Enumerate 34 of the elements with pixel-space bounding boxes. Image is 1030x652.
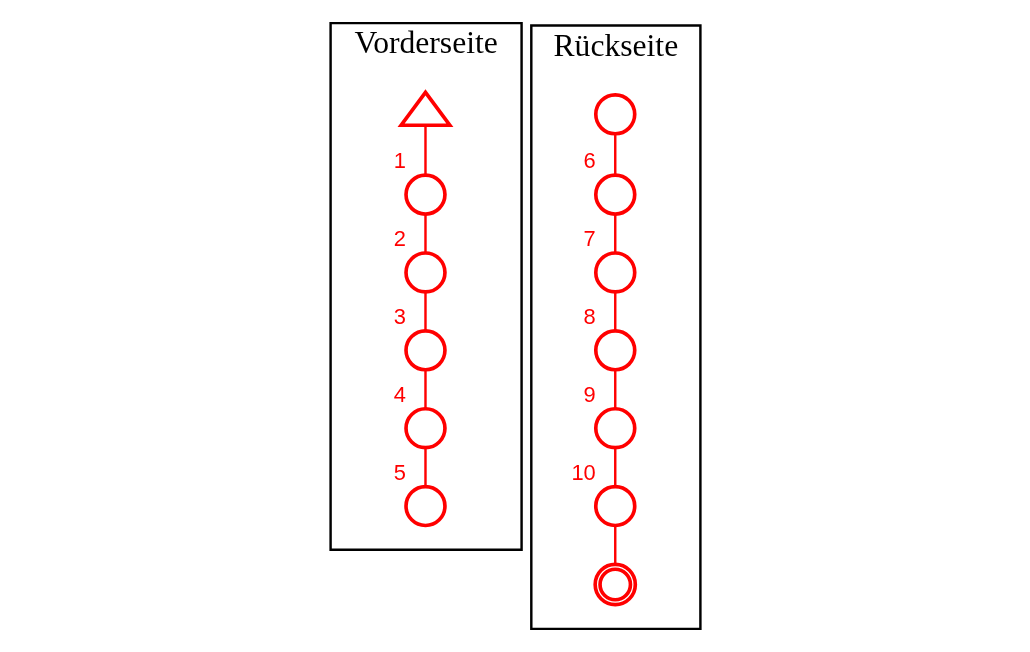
node-circle <box>593 406 637 450</box>
node-circle <box>403 406 447 450</box>
connector <box>423 214 427 253</box>
node-label: 1 <box>393 148 406 174</box>
node-circle <box>403 484 447 528</box>
connector <box>613 214 616 253</box>
connector <box>613 447 616 487</box>
node-circle <box>403 173 447 216</box>
node-label: 5 <box>393 459 406 485</box>
node-label: 9 <box>583 381 596 407</box>
node-circle <box>593 251 637 294</box>
connector <box>423 125 427 175</box>
node-label: 4 <box>393 381 406 407</box>
connector <box>613 134 616 176</box>
node-label: 7 <box>583 226 596 252</box>
node-circle <box>593 173 637 216</box>
connector <box>423 291 427 331</box>
node-circle <box>403 251 447 294</box>
connector <box>423 447 427 487</box>
node-label: 2 <box>393 226 406 252</box>
connector <box>613 291 616 331</box>
node-triangle <box>397 89 453 128</box>
node-doublecircle <box>592 562 637 607</box>
node-label: 3 <box>393 304 406 330</box>
node-label: 6 <box>583 148 596 174</box>
node-circle <box>593 484 637 528</box>
connector <box>613 525 616 564</box>
node-label: 8 <box>583 304 596 330</box>
node-circle <box>593 93 637 136</box>
node-circle <box>593 329 637 372</box>
node-label: 10 <box>570 459 596 485</box>
connector <box>613 369 616 409</box>
node-circle <box>403 329 447 372</box>
connector <box>423 369 427 409</box>
